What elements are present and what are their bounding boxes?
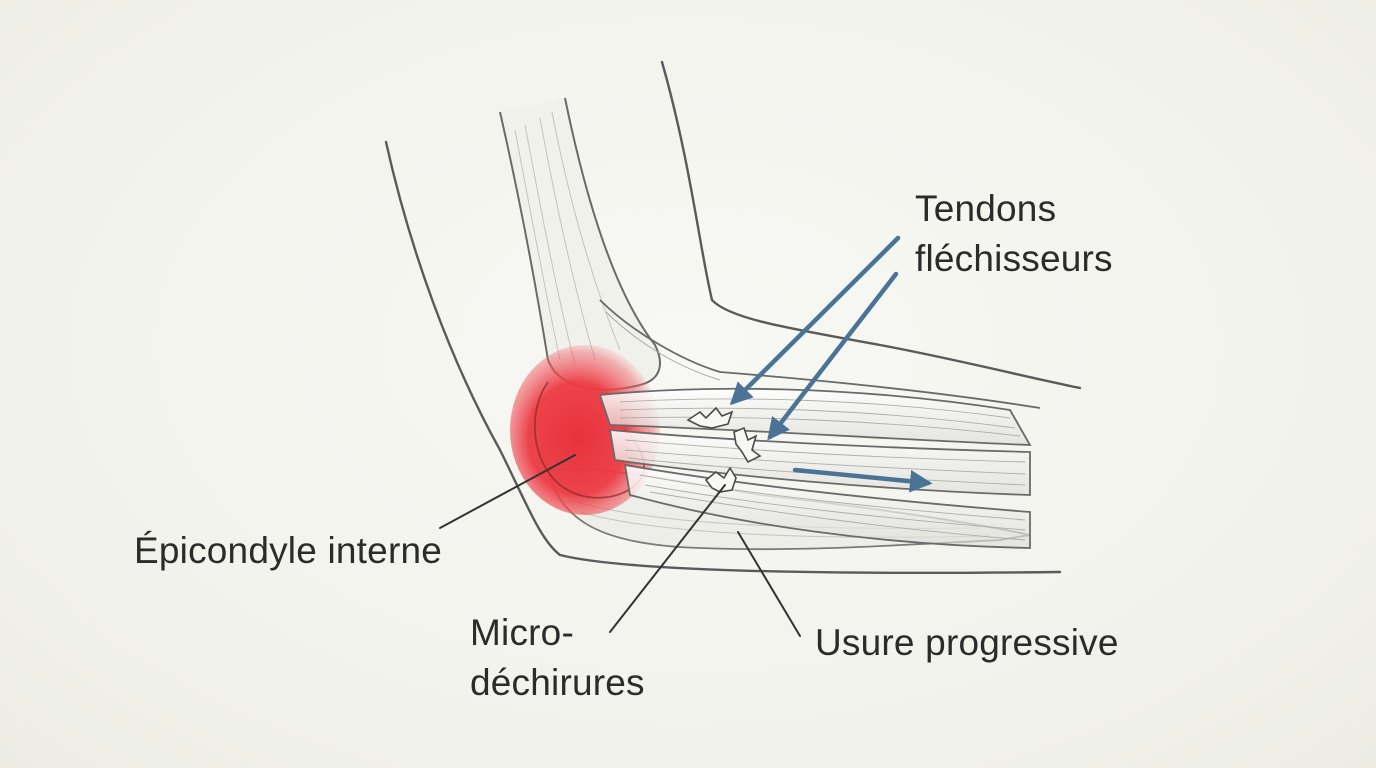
tendon-arrow-1 xyxy=(729,235,901,406)
label-medial-epicondyle: Épicondyle interne xyxy=(134,526,442,576)
label-medial-epicondyle-text: Épicondyle interne xyxy=(134,530,443,571)
arm-outline xyxy=(384,60,1082,575)
leader-lines xyxy=(439,454,801,637)
tendon-arrow-2 xyxy=(767,271,899,441)
label-progressive-wear-text: Usure progressive xyxy=(815,622,1119,663)
epicondyle-leader xyxy=(439,454,576,529)
label-micro-tears-line1: Micro- xyxy=(470,612,574,653)
label-flexor-tendons: Tendons fléchisseurs xyxy=(915,184,1113,284)
label-flexor-tendons-line2: fléchisseurs xyxy=(915,238,1113,279)
label-progressive-wear: Usure progressive xyxy=(815,618,1119,668)
label-flexor-tendons-line1: Tendons xyxy=(915,188,1057,229)
usure-leader xyxy=(737,531,801,637)
micro-tears-leader xyxy=(609,484,726,633)
force-arrows xyxy=(729,235,933,493)
label-micro-tears-line2: déchirures xyxy=(470,662,645,703)
label-micro-tears: Micro- déchirures xyxy=(470,608,645,708)
direction-arrow xyxy=(792,467,933,493)
micro-tears xyxy=(686,406,762,493)
